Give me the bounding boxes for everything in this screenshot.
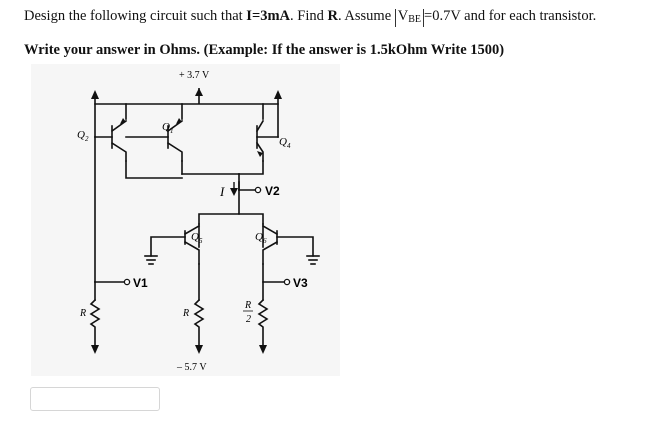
question-line-2: Write your answer in Ohms. (Example: If … bbox=[24, 42, 505, 58]
circuit-schematic: + 3.7 V – 5.7 V Q 2 Q 1 Q 4 Q 5 Q 6 I R … bbox=[77, 70, 320, 373]
q2-subscript: 2 bbox=[85, 135, 89, 143]
supply-negative-label: – 5.7 V bbox=[176, 362, 207, 373]
q2-label-main: Q bbox=[77, 129, 85, 141]
vbe-symbol: V bbox=[397, 8, 409, 24]
r-right-numerator: R bbox=[244, 300, 251, 311]
question-line-1: Design the following circuit such that I… bbox=[24, 8, 596, 27]
vbe-subscript: BE bbox=[408, 14, 422, 25]
q6-label-main: Q bbox=[255, 231, 263, 243]
current-label: I bbox=[219, 184, 225, 199]
vbe-abs: VBE bbox=[394, 8, 425, 27]
find-variable: R bbox=[327, 8, 338, 24]
q4-subscript: 4 bbox=[287, 142, 291, 150]
answer-input[interactable] bbox=[30, 387, 160, 411]
v3-label: V3 bbox=[293, 276, 308, 290]
current-condition: I=3mA bbox=[246, 8, 291, 24]
r-right-denominator: 2 bbox=[246, 314, 251, 325]
supply-positive-label: + 3.7 V bbox=[179, 70, 210, 81]
q6-subscript: 6 bbox=[263, 237, 267, 245]
v1-label: V1 bbox=[133, 276, 148, 290]
question-text: . Assume bbox=[337, 8, 395, 24]
q5-label-main: Q bbox=[191, 231, 199, 243]
question-text: Design the following circuit such that bbox=[24, 8, 247, 24]
r-mid-label: R bbox=[182, 308, 189, 319]
question-text: . Find bbox=[290, 8, 328, 24]
q1-subscript: 1 bbox=[170, 127, 174, 135]
question-text: =0.7V and for each transistor. bbox=[424, 8, 597, 24]
r-left-label: R bbox=[79, 308, 86, 319]
q5-subscript: 5 bbox=[199, 237, 203, 245]
v2-label: V2 bbox=[265, 184, 280, 198]
q4-label-main: Q bbox=[279, 136, 287, 148]
q1-label-main: Q bbox=[162, 121, 170, 133]
circuit-diagram: + 3.7 V – 5.7 V Q 2 Q 1 Q 4 Q 5 Q 6 I R … bbox=[31, 64, 340, 376]
